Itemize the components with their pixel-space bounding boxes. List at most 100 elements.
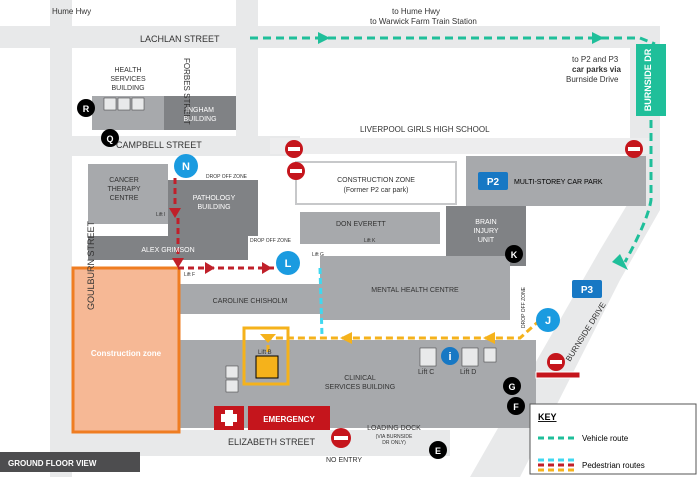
- toilet-icon-clinical: [483, 347, 497, 363]
- caroline-label: CAROLINE CHISHOLM: [213, 298, 288, 305]
- info-icon: i: [441, 347, 459, 365]
- accessible-icon-health: [131, 97, 145, 111]
- yellow-arrow-1: [340, 332, 352, 344]
- elizabeth-street-road: [50, 430, 450, 456]
- clinical-label-1: CLINICAL: [344, 375, 376, 382]
- construction-zone-p2-shape: [295, 161, 457, 205]
- loading-dock-label: LOADING DOCK: [367, 425, 421, 432]
- brain-label-2: INJURY: [473, 228, 498, 235]
- mental-health-label: MENTAL HEALTH CENTRE: [371, 287, 459, 294]
- accessible-icon-clinical: [225, 379, 239, 393]
- to-hume-label: to Hume Hwy: [392, 7, 440, 16]
- hume-hwy-road: [50, 0, 72, 30]
- marker-e: [429, 441, 447, 459]
- no-entry-label: NO ENTRY: [326, 457, 362, 464]
- construction-zone-shape: [71, 266, 181, 434]
- lift-b-arrow: [260, 334, 276, 343]
- to-p2p3-2: car parks via: [572, 65, 621, 74]
- health-label-3: BUILDING: [111, 85, 144, 92]
- marker-j-letter: J: [545, 315, 551, 327]
- marker-k-letter: K: [511, 250, 518, 260]
- drop-off-1: DROP OFF ZONE: [206, 174, 248, 180]
- lift-k-label: Lift K: [364, 238, 376, 244]
- marker-k: [505, 245, 523, 263]
- mental-health-centre-shape: [320, 256, 510, 320]
- construction-p2-label-1: CONSTRUCTION ZONE: [337, 177, 415, 184]
- elizabeth-street-label: ELIZABETH STREET: [228, 437, 316, 447]
- marker-f-letter: F: [513, 402, 519, 412]
- vehicle-arrow-2: [592, 32, 604, 44]
- no-entry-icon-5: [331, 428, 351, 448]
- construction-zone-label: Construction zone: [91, 349, 162, 358]
- marker-n-letter: N: [182, 161, 190, 173]
- goulburn-street-road: [50, 40, 72, 477]
- lift-icon-health: [103, 97, 117, 111]
- alex-grimson-label: ALEX GRIMSON: [141, 247, 194, 254]
- construction-p2-label-2: (Former P2 car park): [344, 187, 409, 194]
- ingham-building-shape: [164, 96, 236, 130]
- burnside-dr-label: BURNSIDE DR: [643, 48, 653, 111]
- p2-badge: [478, 172, 508, 190]
- pedestrian-route-cyan: [318, 267, 324, 337]
- marker-g-letter: G: [508, 382, 515, 392]
- vehicle-arrow-3: [612, 254, 628, 270]
- cancer-label-3: CENTRE: [110, 195, 139, 202]
- loading-dock-sub-2: DR ONLY): [382, 440, 406, 446]
- marker-q-letter: Q: [106, 134, 113, 144]
- hume-hwy-top: Hume Hwy: [52, 7, 91, 16]
- red-arrow-3: [205, 262, 215, 274]
- p2-letter: P2: [487, 177, 500, 188]
- boom-gate: [535, 371, 581, 379]
- no-entry-icon-4: [547, 353, 565, 371]
- emergency-label-box: [248, 406, 330, 430]
- marker-g: [503, 377, 521, 395]
- ground-floor-badge: [0, 452, 140, 472]
- don-everett-label: DON EVERETT: [336, 221, 387, 228]
- ground-floor-label: GROUND FLOOR VIEW: [8, 459, 97, 468]
- svg-text:i: i: [448, 351, 451, 363]
- red-arrow-1: [169, 208, 181, 218]
- don-everett-shape: [300, 212, 440, 244]
- marker-e-letter: E: [435, 446, 441, 456]
- cancer-label-1: CANCER: [109, 177, 139, 184]
- marker-r: [77, 99, 95, 117]
- marker-r-letter: R: [83, 104, 90, 114]
- marker-q: [101, 129, 119, 147]
- pedestrian-route-yellow: [266, 318, 542, 352]
- vehicle-route: [250, 36, 656, 263]
- p3-letter: P3: [581, 285, 594, 296]
- brain-label-1: BRAIN: [475, 219, 496, 226]
- to-p2p3-3: Burnside Drive: [566, 75, 619, 84]
- to-warwick-label: to Warwick Farm Train Station: [370, 17, 477, 26]
- pathology-building-shape: [168, 180, 258, 236]
- ingham-label-1: INGHAM: [186, 107, 214, 114]
- lift-d-icon: [461, 347, 479, 367]
- clinical-label-2: SERVICES BUILDING: [325, 384, 395, 391]
- ingham-label-2: BUILDING: [183, 116, 216, 123]
- lift-c-icon: [419, 347, 437, 367]
- loading-dock-sub-1: (VIA BURNSIDE: [376, 434, 413, 440]
- key-pedestrian-label: Pedestrian routes: [582, 461, 645, 470]
- lachlan-street-label: LACHLAN STREET: [140, 34, 220, 44]
- vehicle-arrow-1: [318, 32, 330, 44]
- marker-f: [507, 397, 525, 415]
- drop-off-2: DROP OFF ZONE: [250, 238, 292, 244]
- health-label-1: HEALTH: [114, 67, 141, 74]
- lift-d-label: Lift D: [460, 369, 476, 376]
- emergency-cross-h: [221, 414, 237, 422]
- toilet-icon-health: [117, 97, 131, 111]
- no-entry-icon-3: [287, 162, 305, 180]
- red-arrow-2: [172, 258, 184, 268]
- pathology-label-1: PATHOLOGY: [193, 195, 236, 202]
- no-entry-icon-2: [625, 140, 643, 158]
- campbell-street-label: CAMPBELL STREET: [116, 140, 202, 150]
- lift-i-label: Lift I: [156, 212, 165, 218]
- p3-badge: [572, 280, 602, 298]
- goulburn-street-label: GOULBURN STREET: [86, 220, 96, 310]
- lift-b-label: Lift B: [258, 350, 272, 356]
- alex-grimson-shape: [88, 236, 248, 260]
- key-title: KEY: [538, 412, 557, 422]
- marker-l: [276, 251, 300, 275]
- liverpool-girls-label: LIVERPOOL GIRLS HIGH SCHOOL: [360, 125, 490, 134]
